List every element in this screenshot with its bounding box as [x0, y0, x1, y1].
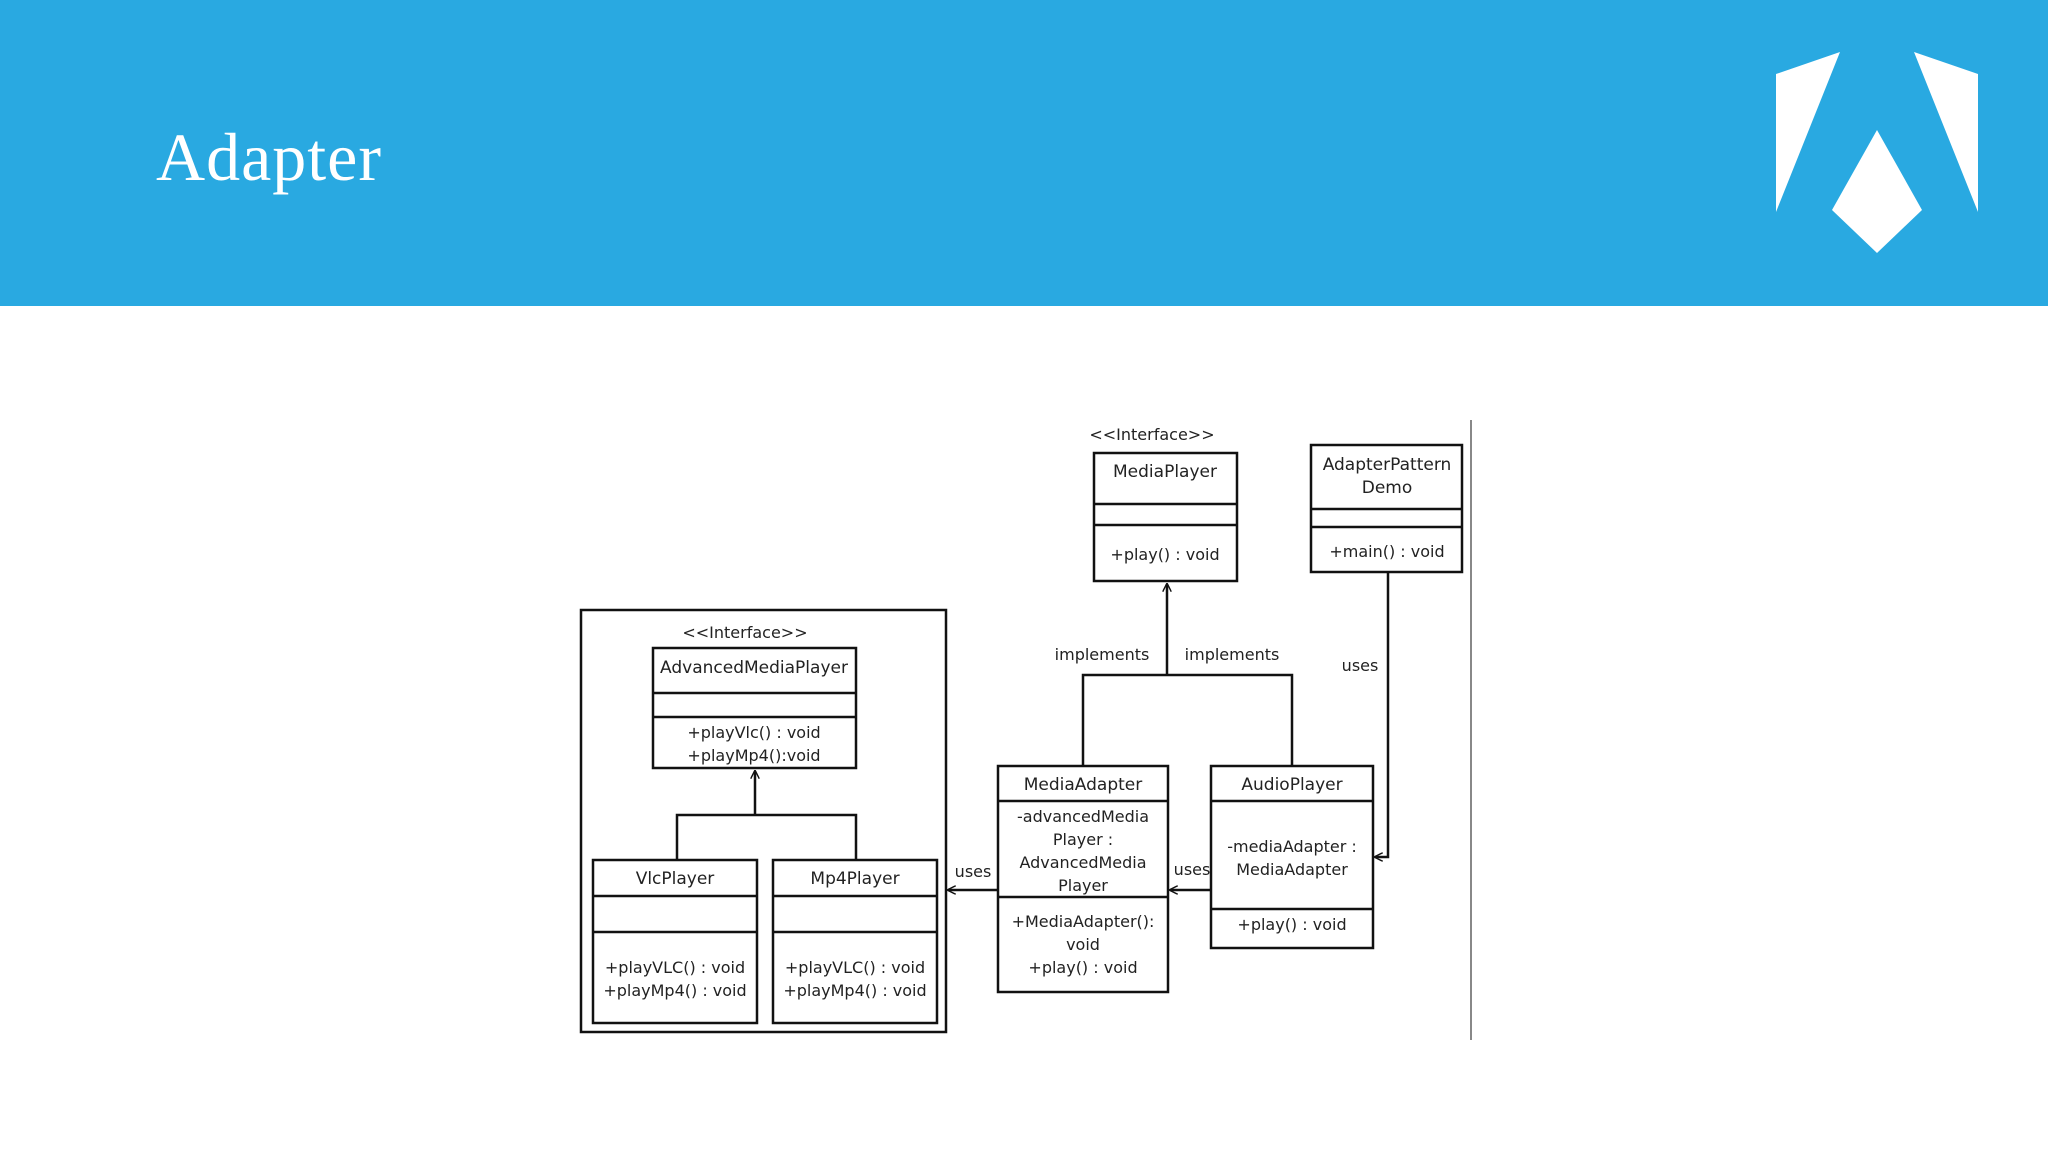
uml-class-diagram: <<Interface>> MediaPlayer +play() : void… — [579, 420, 1472, 1040]
media-player-stereotype: <<Interface>> — [1089, 425, 1214, 444]
media-player-implementation-connector: implements implements — [1055, 584, 1294, 766]
advanced-media-player-name: AdvancedMediaPlayer — [660, 658, 848, 678]
adapter-demo-name-line1: AdapterPattern — [1323, 455, 1452, 475]
media-player-method: +play() : void — [1110, 545, 1219, 564]
media-adapter-class: MediaAdapter -advancedMedia Player : Adv… — [996, 764, 1170, 994]
media-adapter-name: MediaAdapter — [1024, 775, 1143, 795]
media-adapter-method3: +play() : void — [1028, 958, 1137, 977]
stylized-a-logo-icon — [1776, 52, 1978, 253]
logo-right-stroke — [1914, 52, 1978, 212]
adapter-uses-advanced-connector: uses — [948, 862, 998, 890]
audio-player-attr2: MediaAdapter — [1236, 860, 1348, 879]
uses-audio-label: uses — [1174, 860, 1211, 879]
advanced-media-player-method2: +playMp4():void — [687, 746, 820, 765]
adapter-demo-method: +main() : void — [1329, 542, 1444, 561]
vlc-player-method2: +playMp4() : void — [603, 981, 746, 1000]
audio-player-class: AudioPlayer -mediaAdapter : MediaAdapter… — [1209, 764, 1375, 950]
adapter-demo-name-line2: Demo — [1362, 478, 1413, 498]
advanced-implementation-connector — [675, 771, 858, 860]
uses-adapter-label: uses — [955, 862, 992, 881]
mp4-player-name: Mp4Player — [810, 869, 899, 889]
header-band — [0, 0, 2048, 306]
vlc-player-method1: +playVLC() : void — [605, 958, 745, 977]
vlc-player-class: VlcPlayer +playVLC() : void +playMp4() :… — [591, 858, 759, 1025]
uses-demo-label: uses — [1342, 656, 1379, 675]
implements-right-label: implements — [1185, 645, 1280, 664]
vlc-player-name: VlcPlayer — [636, 869, 715, 889]
media-player-name: MediaPlayer — [1113, 462, 1217, 482]
media-adapter-attr4: Player — [1058, 876, 1108, 895]
advanced-media-player-method1: +playVlc() : void — [687, 723, 820, 742]
slide-title: Adapter — [156, 119, 383, 195]
implements-left-label: implements — [1055, 645, 1150, 664]
media-adapter-attr2: Player : — [1053, 830, 1113, 849]
audio-uses-adapter-connector: uses — [1170, 860, 1211, 890]
media-adapter-method1: +MediaAdapter(): — [1012, 912, 1155, 931]
mp4-player-method2: +playMp4() : void — [783, 981, 926, 1000]
logo-left-stroke — [1776, 52, 1840, 212]
media-player-class: <<Interface>> MediaPlayer +play() : void — [1089, 425, 1239, 583]
mp4-player-class: Mp4Player +playVLC() : void +playMp4() :… — [771, 858, 939, 1025]
media-adapter-attr3: AdvancedMedia — [1019, 853, 1146, 872]
audio-player-name: AudioPlayer — [1241, 775, 1342, 795]
audio-player-attr1: -mediaAdapter : — [1227, 837, 1357, 856]
mp4-player-method1: +playVLC() : void — [785, 958, 925, 977]
demo-uses-audio-connector: uses — [1342, 572, 1390, 857]
media-adapter-attr1: -advancedMedia — [1017, 807, 1149, 826]
adapter-pattern-demo-class: AdapterPattern Demo +main() : void — [1309, 443, 1464, 574]
logo-center-diamond — [1832, 130, 1922, 253]
media-adapter-method2: void — [1066, 935, 1100, 954]
audio-player-method: +play() : void — [1237, 915, 1346, 934]
advanced-media-player-stereotype: <<Interface>> — [682, 623, 807, 642]
advanced-media-player-class: <<Interface>> AdvancedMediaPlayer +playV… — [651, 623, 858, 770]
